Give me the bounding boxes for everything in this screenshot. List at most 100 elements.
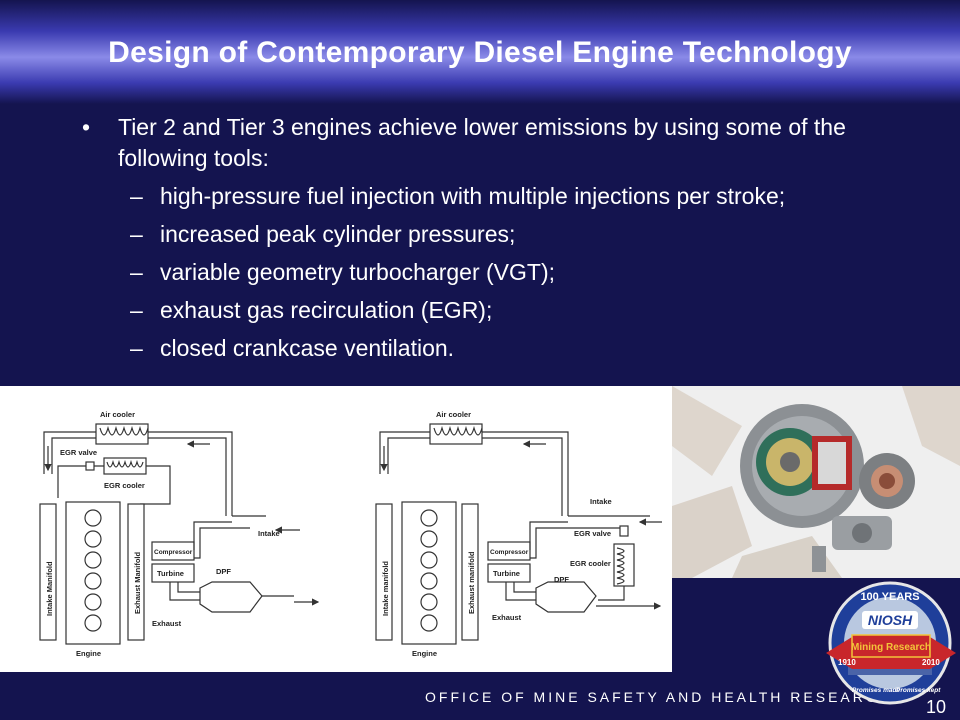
- logo-brand: NIOSH: [868, 612, 913, 628]
- logo-year-right: 2010: [922, 658, 940, 667]
- cylinder: [420, 551, 438, 569]
- label-exhaust-manifold: Exhaust Manifold: [133, 551, 142, 614]
- cylinder: [84, 530, 102, 548]
- turbocharger-illustration: [672, 386, 960, 578]
- engine-diagrams: Air cooler EGR valve EGR cooler Intake M…: [0, 386, 672, 672]
- exhaust-manifold-right: [461, 503, 479, 641]
- sub-bullet: – exhaust gas recirculation (EGR);: [82, 295, 912, 326]
- egr-cooler-left-box: [103, 457, 147, 475]
- bullet-main-text: Tier 2 and Tier 3 engines achieve lower …: [118, 114, 846, 171]
- logo-svg: NIOSH 100 YEARS Mining Research 1910 201…: [826, 581, 956, 705]
- sub-bullet: – high-pressure fuel injection with mult…: [82, 181, 912, 212]
- label-turbine: Turbine: [493, 569, 520, 578]
- egr-cooler-right-coil: [616, 547, 625, 585]
- egr-return-pipe: [598, 586, 625, 601]
- sub-bullet: – increased peak cylinder pressures;: [82, 219, 912, 250]
- air-loop-pipe: [43, 431, 233, 516]
- dpf-right-shape: [535, 581, 597, 613]
- label-egr-cooler: EGR cooler: [104, 481, 145, 490]
- air-loop-pipe-inner: [51, 437, 227, 516]
- intake-pipe-left: [193, 521, 250, 559]
- label-egr-cooler: EGR cooler: [570, 559, 611, 568]
- title-band: [0, 0, 960, 104]
- niosh-100-years-logo: NIOSH 100 YEARS Mining Research 1910 201…: [812, 575, 960, 715]
- bullet-list: • Tier 2 and Tier 3 engines achieve lowe…: [82, 112, 912, 364]
- egr-valve-right: [619, 525, 629, 537]
- label-air-cooler: Air cooler: [436, 410, 471, 419]
- dash-marker: –: [130, 335, 143, 361]
- label-exhaust: Exhaust: [492, 613, 522, 622]
- page-number: 10: [926, 697, 947, 717]
- bullet-main: • Tier 2 and Tier 3 engines achieve lowe…: [82, 112, 912, 174]
- right-diagram: [375, 423, 662, 645]
- sub-bullet-text: exhaust gas recirculation (EGR);: [160, 297, 493, 323]
- label-engine: Engine: [412, 649, 437, 658]
- left-diagram: [39, 423, 320, 645]
- intake-manifold-left: [39, 503, 57, 641]
- label-intake-manifold: Intake manifold: [381, 561, 390, 616]
- logo-banner: Mining Research: [851, 642, 931, 653]
- dash-marker: –: [130, 221, 143, 247]
- label-compressor: Compressor: [490, 549, 529, 556]
- cylinder: [420, 530, 438, 548]
- label-exhaust: Exhaust: [152, 619, 182, 628]
- sub-bullet: – variable geometry turbocharger (VGT);: [82, 257, 912, 288]
- dash-marker: –: [130, 183, 143, 209]
- cylinder: [84, 614, 102, 632]
- dash-marker: –: [130, 297, 143, 323]
- logo-year-left: 1910: [838, 658, 856, 667]
- label-egr-valve: EGR valve: [574, 529, 611, 538]
- label-intake: Intake: [590, 497, 612, 506]
- cylinder: [420, 614, 438, 632]
- bullet-dot: •: [82, 114, 91, 140]
- cylinder: [420, 593, 438, 611]
- dash-marker: –: [130, 259, 143, 285]
- right-diagram-labels: Air cooler Intake EGR valve EGR cooler I…: [381, 410, 612, 658]
- turbine-left-box: [151, 563, 195, 583]
- egr-cooler-left-coil: [106, 459, 144, 468]
- sub-bullet-text: increased peak cylinder pressures;: [160, 221, 516, 247]
- label-intake: Intake: [258, 529, 280, 538]
- air-cooler-coil: [99, 425, 149, 436]
- label-turbine: Turbine: [157, 569, 184, 578]
- cylinder: [84, 509, 102, 527]
- footer-org-name: OFFICE OF MINE SAFETY AND HEALTH RESEARC…: [425, 689, 893, 705]
- cylinder: [420, 572, 438, 590]
- exhaust-manifold-left: [127, 503, 145, 641]
- label-exhaust-manifold: Exhaust manifold: [467, 551, 476, 614]
- exhaust-pipe-left: [169, 582, 200, 601]
- cylinder: [84, 551, 102, 569]
- sub-bullet-text: closed crankcase ventilation.: [160, 335, 455, 361]
- cylinder: [84, 593, 102, 611]
- compressor-right-box: [487, 541, 531, 561]
- engine-diagrams-svg: Air cooler EGR valve EGR cooler Intake M…: [39, 410, 662, 658]
- egr-valve-left: [85, 461, 95, 471]
- turbine-right-box: [487, 563, 531, 583]
- left-diagram-labels: Air cooler EGR valve EGR cooler Intake M…: [45, 410, 280, 658]
- label-air-cooler: Air cooler: [100, 410, 135, 419]
- turbocharger-photo: [672, 386, 960, 578]
- air-cooler-right-coil: [433, 425, 483, 436]
- logo-tagline-left: Promises made: [852, 687, 900, 694]
- label-dpf: DPF: [216, 567, 231, 576]
- label-intake-manifold: Intake Manifold: [45, 561, 54, 616]
- label-egr-valve: EGR valve: [60, 448, 97, 457]
- logo-tagline-right: Promises kept: [896, 687, 941, 694]
- compressor-left-box: [151, 541, 195, 561]
- logo-top-text: 100 YEARS: [860, 591, 919, 603]
- intake-pipe-right: [529, 521, 620, 559]
- air-loop-pipe-inner: [387, 437, 563, 516]
- cylinder: [84, 572, 102, 590]
- sub-bullet-text: high-pressure fuel injection with multip…: [160, 183, 786, 209]
- slide-title: Design of Contemporary Diesel Engine Tec…: [108, 36, 852, 69]
- label-compressor: Compressor: [154, 549, 193, 556]
- exhaust-pipe-right: [505, 582, 536, 601]
- label-engine: Engine: [76, 649, 101, 658]
- sub-bullet-text: variable geometry turbocharger (VGT);: [160, 259, 555, 285]
- cylinder: [420, 509, 438, 527]
- intake-manifold-right: [375, 503, 393, 641]
- sub-bullet: – closed crankcase ventilation.: [82, 333, 912, 364]
- dpf-left-shape: [199, 581, 263, 613]
- air-loop-pipe: [379, 431, 569, 516]
- label-dpf: DPF: [554, 575, 569, 584]
